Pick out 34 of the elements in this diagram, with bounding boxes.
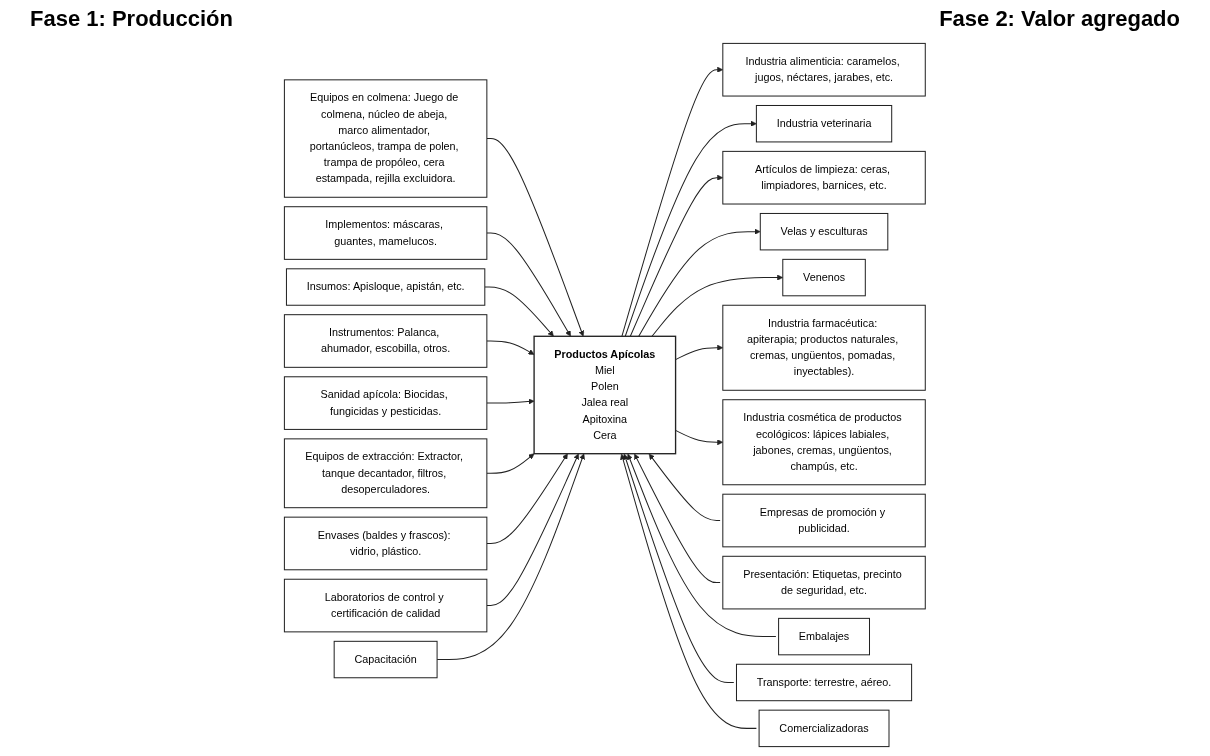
node-box: Insumos: Apisloque, apistán, etc. — [286, 268, 486, 306]
node-box: Velas y esculturas — [759, 212, 889, 251]
node-box: Transporte: terrestre, aéreo. — [736, 663, 913, 702]
node-box: Embalajes — [778, 617, 871, 656]
arrow — [634, 453, 721, 584]
node-box: Venenos — [782, 258, 866, 297]
node-box: Sanidad apícola: Biocidas, fungicidas y pesticidas. — [284, 376, 488, 430]
node-box: Equipos en colmena: Juego de colmena, núcleo de abeja, marco alimentador, portanúcleos, trampa de polen, trampa de propóleo, cera estampada, rejilla excluidora. — [284, 79, 488, 198]
node-box: Artículos de limpieza: ceras, limpiadores, barnices, etc. — [722, 150, 926, 205]
arrow — [624, 120, 757, 337]
arrow — [627, 453, 777, 638]
arrow — [649, 453, 721, 522]
phase-heading: Fase 1: Producción — [30, 6, 233, 32]
phase-heading: Fase 2: Valor agregado — [939, 6, 1180, 32]
arrow — [486, 138, 585, 337]
node-box: Industria veterinaria — [756, 105, 893, 143]
node-box: Capacitación — [333, 640, 438, 679]
node-box: Productos Apícolas Miel Polen Jalea real Apitoxina Cera — [533, 335, 677, 455]
node-box: Presentación: Etiquetas, precinto de seguridad, etc. — [722, 555, 926, 610]
node-box: Instrumentos: Palanca, ahumador, escobilla, otros. — [284, 314, 488, 368]
arrow — [638, 228, 761, 337]
node-box: Industria cosmética de productos ecológicos: lápices labiales, jabones, cremas, ungüentos, champús, etc. — [722, 399, 926, 486]
node-box: Implementos: máscaras, guantes, mamelucos. — [284, 206, 488, 260]
node-box: Equipos de extracción: Extractor, tanque decantador, filtros, desoperculadores. — [284, 438, 488, 509]
node-box: Laboratorios de control y certificación de calidad — [284, 578, 488, 633]
arrow — [486, 232, 572, 337]
arrow — [620, 453, 758, 729]
node-box: Comercializadoras — [758, 709, 890, 748]
node-box: Industria alimenticia: caramelos, jugos, néctares, jarabes, etc. — [722, 42, 926, 97]
node-box: Envases (baldes y frascos): vidrio, plástico. — [284, 516, 488, 571]
arrow — [484, 286, 554, 337]
node-box: Industria farmacéutica: apiterapia; productos naturales, cremas, ungüentos, pomadas, inyectables). — [722, 304, 926, 391]
arrow — [623, 453, 735, 683]
node-box: Empresas de promoción y publicidad. — [722, 493, 926, 548]
